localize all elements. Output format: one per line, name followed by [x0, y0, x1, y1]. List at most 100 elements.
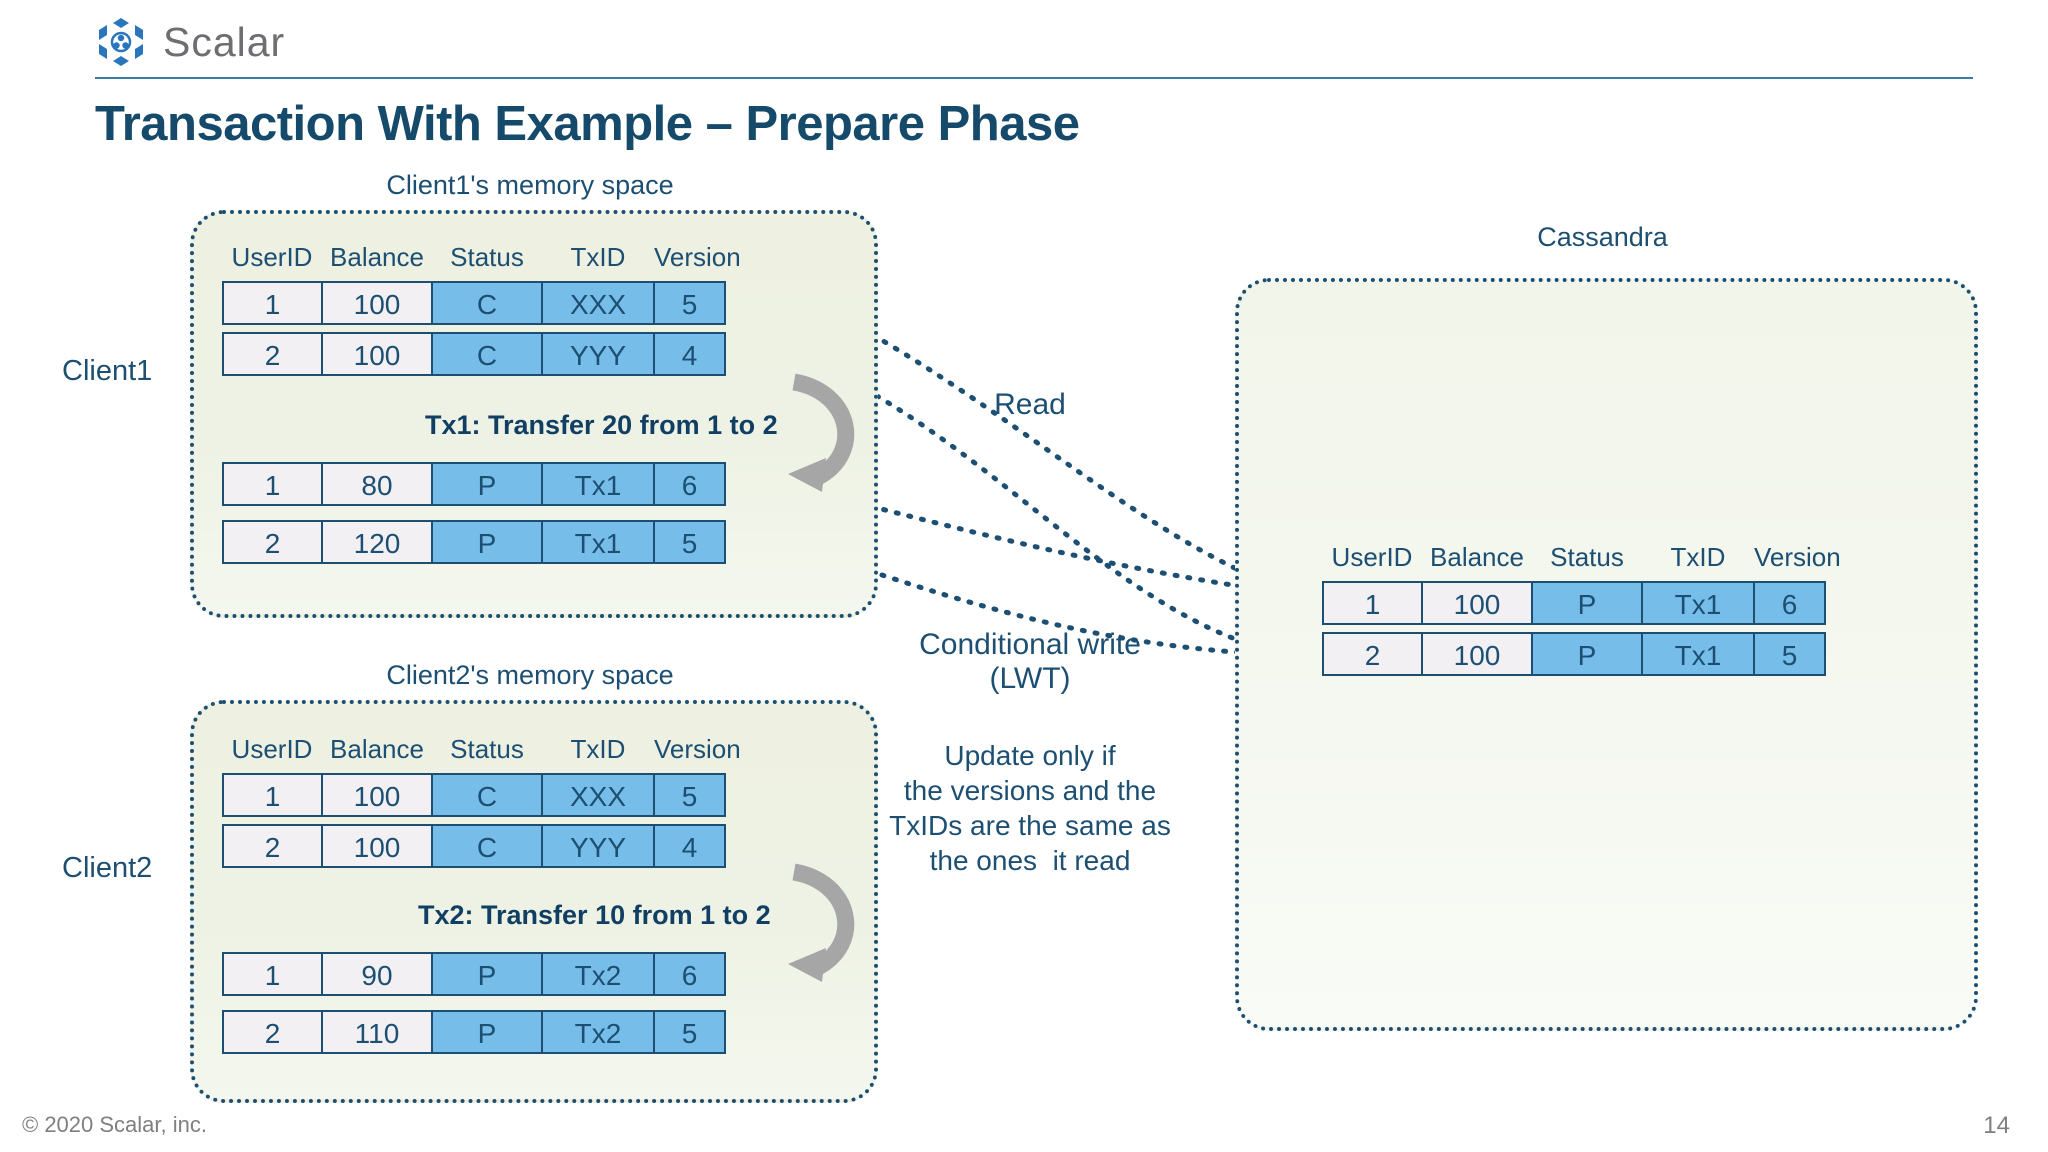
cell-balance: 100: [1422, 581, 1532, 625]
cell-userid: 2: [222, 520, 322, 564]
cell-balance: 100: [322, 824, 432, 868]
cell-balance: 110: [322, 1010, 432, 1054]
cell-txid: YYY: [542, 332, 654, 376]
cell-balance: 100: [322, 281, 432, 325]
cassandra-caption: Cassandra: [1537, 222, 1668, 252]
cassandra-table: UserID Balance Status TxID Version 1 100…: [1322, 540, 1841, 676]
column-header-balance: Balance: [330, 242, 424, 272]
cell-userid: 2: [1322, 632, 1422, 676]
cell-userid: 1: [222, 462, 322, 506]
client2-table-header: UserID Balance Status TxID Version: [222, 732, 741, 766]
column-header-userid: UserID: [231, 734, 313, 764]
client2-prepared-table: 1 90 P Tx2 6 2 110 P Tx2 5: [222, 952, 726, 1054]
cell-txid: Tx2: [542, 952, 654, 996]
column-header-txid: TxID: [570, 242, 626, 272]
table-row: 2 100 C YYY 4: [222, 824, 726, 868]
cell-status: C: [432, 332, 542, 376]
cell-txid: XXX: [542, 773, 654, 817]
cell-version: 6: [1754, 581, 1826, 625]
cell-version: 5: [1754, 632, 1826, 676]
cell-version: 5: [654, 1010, 726, 1054]
client2-table: UserID Balance Status TxID Version 1 100…: [222, 732, 741, 868]
copyright-notice: © 2020 Scalar, inc.: [22, 1112, 207, 1137]
column-header-version: Version: [654, 734, 741, 764]
client1-prepared-table: 1 80 P Tx1 6 2 120 P Tx1 5: [222, 462, 726, 564]
column-header-balance: Balance: [330, 734, 424, 764]
cell-version: 4: [654, 332, 726, 376]
cell-version: 5: [654, 281, 726, 325]
client1-table: UserID Balance Status TxID Version 1 100…: [222, 240, 741, 376]
cell-status: P: [432, 1010, 542, 1054]
cell-userid: 2: [222, 332, 322, 376]
cell-balance: 100: [322, 332, 432, 376]
table-row: 2 100 C YYY 4: [222, 332, 726, 376]
cell-txid: Tx1: [542, 520, 654, 564]
cell-version: 5: [654, 520, 726, 564]
cell-txid: Tx1: [1642, 632, 1754, 676]
client2-tx-label: Tx2: Transfer 10 from 1 to 2: [418, 900, 771, 930]
cell-version: 6: [654, 462, 726, 506]
cell-version: 4: [654, 824, 726, 868]
cell-balance: 100: [322, 773, 432, 817]
header-divider: [95, 77, 1973, 79]
client1-caption: Client1's memory space: [386, 170, 674, 200]
column-header-balance: Balance: [1430, 542, 1524, 572]
column-header-txid: TxID: [1670, 542, 1726, 572]
cell-version: 5: [654, 773, 726, 817]
cell-userid: 1: [222, 281, 322, 325]
column-header-version: Version: [1754, 542, 1841, 572]
brand-logo: Scalar: [95, 16, 285, 68]
cell-status: P: [432, 952, 542, 996]
annotation-conditional-write: Conditional write (LWT): [919, 628, 1141, 695]
client1-tx-label: Tx1: Transfer 20 from 1 to 2: [425, 410, 778, 440]
cell-userid: 1: [222, 773, 322, 817]
cell-txid: XXX: [542, 281, 654, 325]
cell-userid: 2: [222, 1010, 322, 1054]
cassandra-table-header: UserID Balance Status TxID Version: [1322, 540, 1841, 574]
client2-caption: Client2's memory space: [386, 660, 674, 690]
column-header-version: Version: [654, 242, 741, 272]
cell-version: 6: [654, 952, 726, 996]
client1-table-header: UserID Balance Status TxID Version: [222, 240, 741, 274]
cell-status: P: [432, 520, 542, 564]
cell-txid: YYY: [542, 824, 654, 868]
column-header-txid: TxID: [570, 734, 626, 764]
column-header-status: Status: [1550, 542, 1624, 572]
cell-balance: 100: [1422, 632, 1532, 676]
column-header-userid: UserID: [231, 242, 313, 272]
table-row: 1 90 P Tx2 6: [222, 952, 726, 996]
table-row: 1 100 C XXX 5: [222, 281, 726, 325]
column-header-status: Status: [450, 734, 524, 764]
client2-label: Client2: [62, 852, 153, 884]
cell-balance: 120: [322, 520, 432, 564]
cell-status: C: [432, 773, 542, 817]
scalar-hexagon-logo-icon: [95, 16, 147, 68]
table-row: 1 100 C XXX 5: [222, 773, 726, 817]
table-row: 2 120 P Tx1 5: [222, 520, 726, 564]
cell-txid: Tx2: [542, 1010, 654, 1054]
column-header-userid: UserID: [1331, 542, 1413, 572]
slide-number: 14: [1983, 1112, 2010, 1139]
column-header-status: Status: [450, 242, 524, 272]
client1-label: Client1: [62, 355, 153, 387]
cell-status: P: [432, 462, 542, 506]
table-row: 1 100 P Tx1 6: [1322, 581, 1826, 625]
cell-balance: 90: [322, 952, 432, 996]
cell-txid: Tx1: [1642, 581, 1754, 625]
cell-userid: 1: [1322, 581, 1422, 625]
brand-name: Scalar: [163, 18, 286, 65]
cell-status: P: [1532, 632, 1642, 676]
cell-status: P: [1532, 581, 1642, 625]
cell-userid: 2: [222, 824, 322, 868]
page-title: Transaction With Example – Prepare Phase: [95, 97, 1080, 151]
cell-balance: 80: [322, 462, 432, 506]
table-row: 2 110 P Tx2 5: [222, 1010, 726, 1054]
table-row: 2 100 P Tx1 5: [1322, 632, 1826, 676]
table-row: 1 80 P Tx1 6: [222, 462, 726, 506]
cell-status: C: [432, 281, 542, 325]
cell-userid: 1: [222, 952, 322, 996]
annotation-read: Read: [994, 388, 1066, 421]
annotation-update-rule: Update only if the versions and the TxID…: [889, 740, 1171, 876]
cell-txid: Tx1: [542, 462, 654, 506]
cell-status: C: [432, 824, 542, 868]
